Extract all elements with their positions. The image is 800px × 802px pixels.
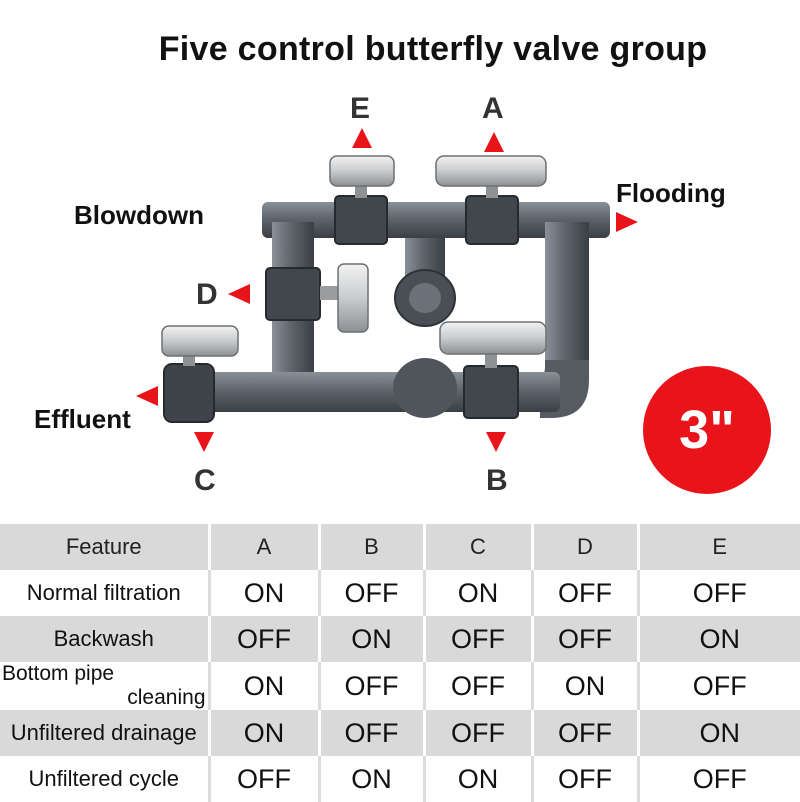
valve-a-actuator bbox=[435, 155, 547, 187]
cell-d: OFF bbox=[530, 616, 638, 662]
cell-e: OFF bbox=[636, 570, 800, 616]
cell-c: OFF bbox=[422, 616, 532, 662]
cell-e: OFF bbox=[636, 756, 800, 802]
row-feature: Unfiltered cycle bbox=[0, 756, 209, 802]
cell-b: OFF bbox=[317, 570, 424, 616]
valve-d-actuator bbox=[337, 263, 369, 333]
center-flange-bore bbox=[409, 283, 441, 313]
header-e: E bbox=[636, 524, 800, 570]
table-row: Unfiltered cycle OFF ON ON OFF OFF bbox=[0, 756, 800, 802]
size-badge-text: 3" bbox=[679, 400, 735, 460]
lower-tee bbox=[393, 358, 457, 418]
header-b: B bbox=[317, 524, 424, 570]
cell-e: ON bbox=[636, 710, 800, 756]
bottom-pipe bbox=[168, 372, 560, 412]
arrow-a-up bbox=[484, 132, 504, 152]
valve-label-d: D bbox=[196, 278, 218, 311]
valve-group-diagram bbox=[136, 128, 638, 452]
row-feature-line2: cleaning bbox=[127, 686, 206, 709]
port-label-flooding: Flooding bbox=[616, 178, 726, 208]
arrow-d-left bbox=[228, 284, 250, 304]
valve-a-body bbox=[465, 195, 519, 245]
row-feature: Unfiltered drainage bbox=[0, 710, 209, 756]
cell-b: ON bbox=[317, 756, 424, 802]
header-feature: Feature bbox=[0, 524, 209, 570]
valve-c-body bbox=[163, 363, 215, 423]
row-feature: Backwash bbox=[0, 616, 209, 662]
valve-b-body bbox=[463, 365, 519, 419]
flow-arrows bbox=[136, 128, 638, 452]
size-badge: 3" bbox=[643, 366, 771, 494]
valve-e-actuator bbox=[329, 155, 395, 187]
valve-e-body bbox=[334, 195, 388, 245]
arrow-effluent-left bbox=[136, 386, 158, 406]
row-feature: Bottom pipe cleaning bbox=[0, 662, 209, 710]
cell-d: OFF bbox=[530, 710, 638, 756]
row-feature-line1: Bottom pipe bbox=[2, 662, 115, 685]
cell-a: ON bbox=[207, 710, 319, 756]
cell-b: ON bbox=[317, 616, 424, 662]
cell-b: OFF bbox=[317, 710, 424, 756]
valve-label-e: E bbox=[350, 92, 371, 125]
valve-b-actuator bbox=[439, 321, 547, 355]
header-d: D bbox=[530, 524, 638, 570]
cell-c: OFF bbox=[422, 662, 532, 710]
cell-c: ON bbox=[422, 756, 532, 802]
cell-e: OFF bbox=[636, 662, 800, 710]
cell-d: ON bbox=[530, 662, 638, 710]
right-riser-pipe bbox=[545, 222, 589, 372]
cell-e: ON bbox=[636, 616, 800, 662]
arrow-e-up bbox=[352, 128, 372, 148]
row-feature: Normal filtration bbox=[0, 570, 209, 616]
table-row: Backwash OFF ON OFF OFF ON bbox=[0, 616, 800, 662]
cell-b: OFF bbox=[317, 662, 424, 710]
valve-c-actuator bbox=[161, 325, 239, 357]
cell-a: OFF bbox=[207, 756, 319, 802]
arrow-flooding-right bbox=[616, 212, 638, 232]
table-row: Normal filtration ON OFF ON OFF OFF bbox=[0, 570, 800, 616]
valve-label-a: A bbox=[482, 92, 504, 125]
cell-d: OFF bbox=[530, 756, 638, 802]
valve-label-c: C bbox=[194, 464, 216, 497]
port-label-blowdown: Blowdown bbox=[74, 200, 204, 230]
header-c: C bbox=[422, 524, 532, 570]
arrow-c-down bbox=[194, 432, 214, 452]
cell-a: ON bbox=[207, 662, 319, 710]
valve-state-table: Feature A B C D E Normal filtration ON O… bbox=[0, 524, 800, 802]
cell-d: OFF bbox=[530, 570, 638, 616]
cell-a: ON bbox=[207, 570, 319, 616]
cell-c: OFF bbox=[422, 710, 532, 756]
valve-label-b: B bbox=[486, 464, 508, 497]
page-title: Five control butterfly valve group bbox=[158, 30, 708, 68]
valve-d-stem bbox=[320, 286, 342, 300]
header-a: A bbox=[207, 524, 319, 570]
table-row: Unfiltered drainage ON OFF OFF OFF ON bbox=[0, 710, 800, 756]
table-row: Bottom pipe cleaning ON OFF OFF ON OFF bbox=[0, 662, 800, 710]
port-label-effluent: Effluent bbox=[34, 404, 131, 434]
arrow-b-down bbox=[486, 432, 506, 452]
cell-a: OFF bbox=[207, 616, 319, 662]
cell-c: ON bbox=[422, 570, 532, 616]
valve-d-body bbox=[265, 267, 321, 321]
table-header-row: Feature A B C D E bbox=[0, 524, 800, 570]
